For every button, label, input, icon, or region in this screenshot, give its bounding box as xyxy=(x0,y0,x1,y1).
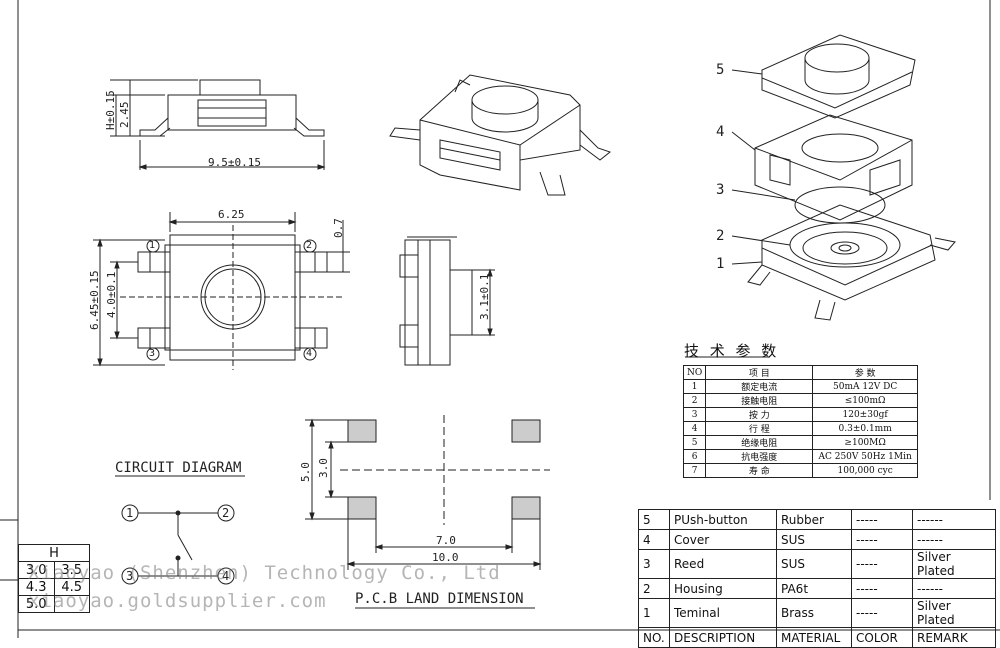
bom-cell: Reed xyxy=(669,549,777,579)
spec-cell: 绝缘电阻 xyxy=(705,435,814,450)
bom-cell: 1 xyxy=(638,598,670,628)
side-view xyxy=(399,236,495,366)
height2-dimension: 2.45 xyxy=(118,101,131,129)
exploded-label-3: 3 xyxy=(716,182,725,198)
spec-header: 项 目 xyxy=(705,365,814,380)
pcb-inner-height: 3.0 xyxy=(317,458,330,478)
bom-cell: 4 xyxy=(638,529,670,550)
bom-cell: SUS xyxy=(776,529,852,550)
plan-height-dimension: 6.45±0.15 xyxy=(88,270,101,330)
bom-cell: SUS xyxy=(776,549,852,579)
spec-header: NO xyxy=(682,365,707,380)
spec-cell: 120±30gf xyxy=(812,407,918,422)
pcb-inner-width: 7.0 xyxy=(436,534,456,547)
h-cell: 4.5 xyxy=(53,578,90,596)
spec-cell: 抗电强度 xyxy=(705,449,814,464)
watermark-company: Xiaoyao (Shenzhen) Technology Co., Ltd xyxy=(28,562,501,584)
circuit-pin-2: 2 xyxy=(222,506,230,520)
pin-4-label: 4 xyxy=(306,348,313,359)
pin-1-label: 1 xyxy=(149,240,156,251)
spec-cell: 0.3±0.1mm xyxy=(812,421,918,436)
bom-cell: Cover xyxy=(669,529,777,550)
watermark-url: xiaoyao.goldsupplier.com xyxy=(28,590,327,612)
pcb-title: P.C.B LAND DIMENSION xyxy=(355,591,524,607)
exploded-label-4: 4 xyxy=(716,124,725,140)
bom-cell: 2 xyxy=(638,578,670,599)
h-table-header: H xyxy=(18,544,90,562)
bom-cell: Housing xyxy=(669,578,777,599)
bom-cell: ------ xyxy=(912,509,996,530)
pcb-outer-width: 10.0 xyxy=(432,551,459,564)
bom-cell: ----- xyxy=(851,529,913,550)
spec-cell: 100,000 cyc xyxy=(812,463,918,478)
bom-cell: ----- xyxy=(851,549,913,579)
bom-cell: 3 xyxy=(638,549,670,579)
bom-cell: ------ xyxy=(912,578,996,599)
spec-cell: 1 xyxy=(682,379,707,394)
plan-width-dimension: 6.25 xyxy=(218,208,245,221)
bom-cell: PA6t xyxy=(776,578,852,599)
spec-cell: 2 xyxy=(682,393,707,408)
spec-title: 技 术 参 数 xyxy=(684,342,780,360)
bom-cell: Brass xyxy=(776,598,852,628)
isometric-assembled-view xyxy=(389,74,612,196)
plan-inner-dimension: 4.0±0.1 xyxy=(105,271,118,318)
bom-cell: Silver Plated xyxy=(912,598,996,628)
spec-cell: 寿 命 xyxy=(705,463,814,478)
width-dimension: 9.5±0.15 xyxy=(208,156,261,169)
bom-cell: ----- xyxy=(851,509,913,530)
bom-cell: ----- xyxy=(851,598,913,628)
plan-view xyxy=(93,212,350,370)
circuit-pin-1: 1 xyxy=(126,506,134,520)
circuit-diagram xyxy=(115,475,245,585)
spec-cell: 50mA 12V DC xyxy=(812,379,918,394)
bom-cell: PUsh-button xyxy=(669,509,777,530)
height-dimension: H±0.15 xyxy=(104,90,117,130)
spec-cell: ≥100MΩ xyxy=(812,435,918,450)
spec-cell: 按 力 xyxy=(705,407,814,422)
h-cell: 3.5 xyxy=(53,561,90,579)
plan-offset-dimension: 0.7 xyxy=(332,218,345,238)
pin-3-label: 3 xyxy=(149,348,156,359)
exploded-label-5: 5 xyxy=(716,62,725,78)
spec-cell: AC 250V 50Hz 1Min xyxy=(812,449,918,464)
bom-cell: 5 xyxy=(638,509,670,530)
spec-cell: 7 xyxy=(682,463,707,478)
h-cell xyxy=(53,595,90,613)
circuit-pin-4: 4 xyxy=(222,569,230,583)
side-dimension: 3.1±0.1 xyxy=(478,273,491,320)
spec-header: 参 数 xyxy=(812,365,918,380)
front-view xyxy=(110,79,326,170)
pin-2-label: 2 xyxy=(306,240,313,251)
bom-cell: Silver Plated xyxy=(912,549,996,579)
circuit-title: CIRCUIT DIAGRAM xyxy=(115,460,242,476)
spec-cell: 3 xyxy=(682,407,707,422)
bom-cell: Rubber xyxy=(776,509,852,530)
spec-cell: 接触电阻 xyxy=(705,393,814,408)
pcb-outer-height: 5.0 xyxy=(299,462,312,482)
pcb-land-dimension xyxy=(305,415,550,609)
spec-cell: 4 xyxy=(682,421,707,436)
spec-cell: 行 程 xyxy=(705,421,814,436)
bom-cell: ----- xyxy=(851,578,913,599)
spec-cell: 额定电流 xyxy=(705,379,814,394)
circuit-pin-3: 3 xyxy=(126,569,134,583)
spec-cell: ≤100mΩ xyxy=(812,393,918,408)
exploded-label-1: 1 xyxy=(716,256,725,272)
bom-cell: ------ xyxy=(912,529,996,550)
exploded-label-2: 2 xyxy=(716,228,725,244)
spec-cell: 5 xyxy=(682,435,707,450)
bom-cell: Teminal xyxy=(669,598,777,628)
isometric-exploded-view xyxy=(731,34,956,321)
spec-cell: 6 xyxy=(682,449,707,464)
